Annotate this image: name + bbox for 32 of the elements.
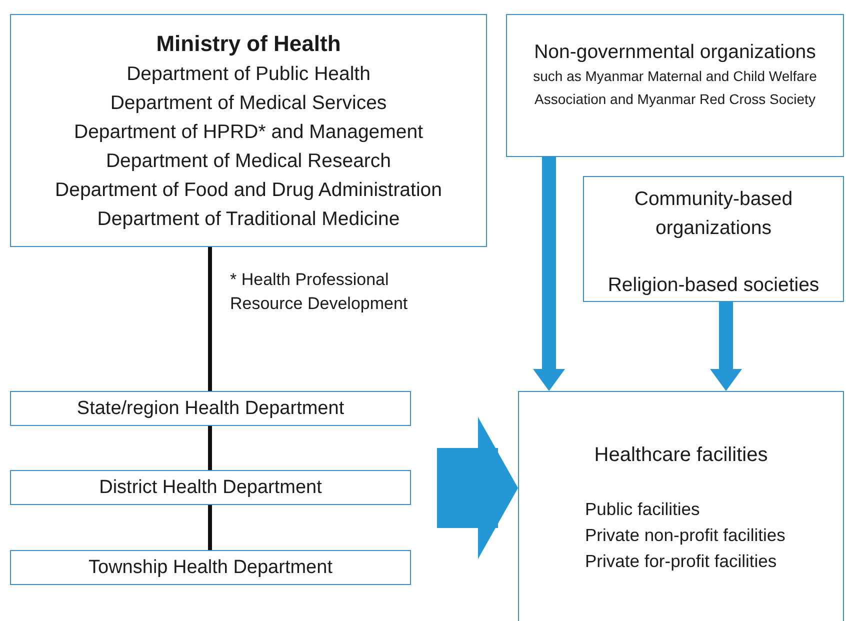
- connector-line: [208, 247, 212, 391]
- organization-box: [506, 14, 844, 157]
- department-text: Department of Public Health: [126, 62, 370, 86]
- description-text: such as Myanmar Maternal and Child Welfare Association and Myanmar Red Cross Society: [532, 67, 818, 109]
- connector-line: [208, 426, 212, 470]
- connector-line: [208, 505, 212, 550]
- footnote-text: * Health Professional Resource Development: [230, 269, 409, 315]
- department-text: Department of HPRD* and Management: [74, 120, 423, 144]
- arrow: [533, 157, 565, 391]
- organization-box: [583, 176, 844, 302]
- department-text: Department of Traditional Medicine: [97, 206, 400, 232]
- facility-type: Private for-profit facilities: [585, 550, 777, 573]
- department-text: District Health Department: [99, 476, 322, 498]
- group-name: Religion-based societies: [608, 273, 820, 298]
- organization-box: [10, 391, 411, 426]
- organization-box: [10, 14, 487, 247]
- organization-box: [10, 470, 411, 505]
- department-text: State/region Health Department: [76, 398, 344, 420]
- arrow: [710, 302, 742, 391]
- heading: Ministry of Health: [156, 30, 341, 58]
- facilities-box: [518, 391, 844, 621]
- arrow: [437, 417, 518, 559]
- group-name: Community-based organizations: [633, 187, 794, 241]
- department-text: Department of Medical Services: [110, 90, 387, 116]
- department-text: Township Health Department: [88, 556, 332, 578]
- department-text: Department of Food and Drug Administration: [55, 178, 442, 202]
- heading: Healthcare facilities: [594, 443, 768, 468]
- facility-type: Public facilities: [585, 498, 700, 521]
- organization-box: [10, 550, 411, 585]
- facility-type: Private non-profit facilities: [585, 524, 786, 547]
- heading: Non-governmental organizations: [534, 40, 816, 65]
- department-text: Department of Medical Research: [106, 148, 392, 174]
